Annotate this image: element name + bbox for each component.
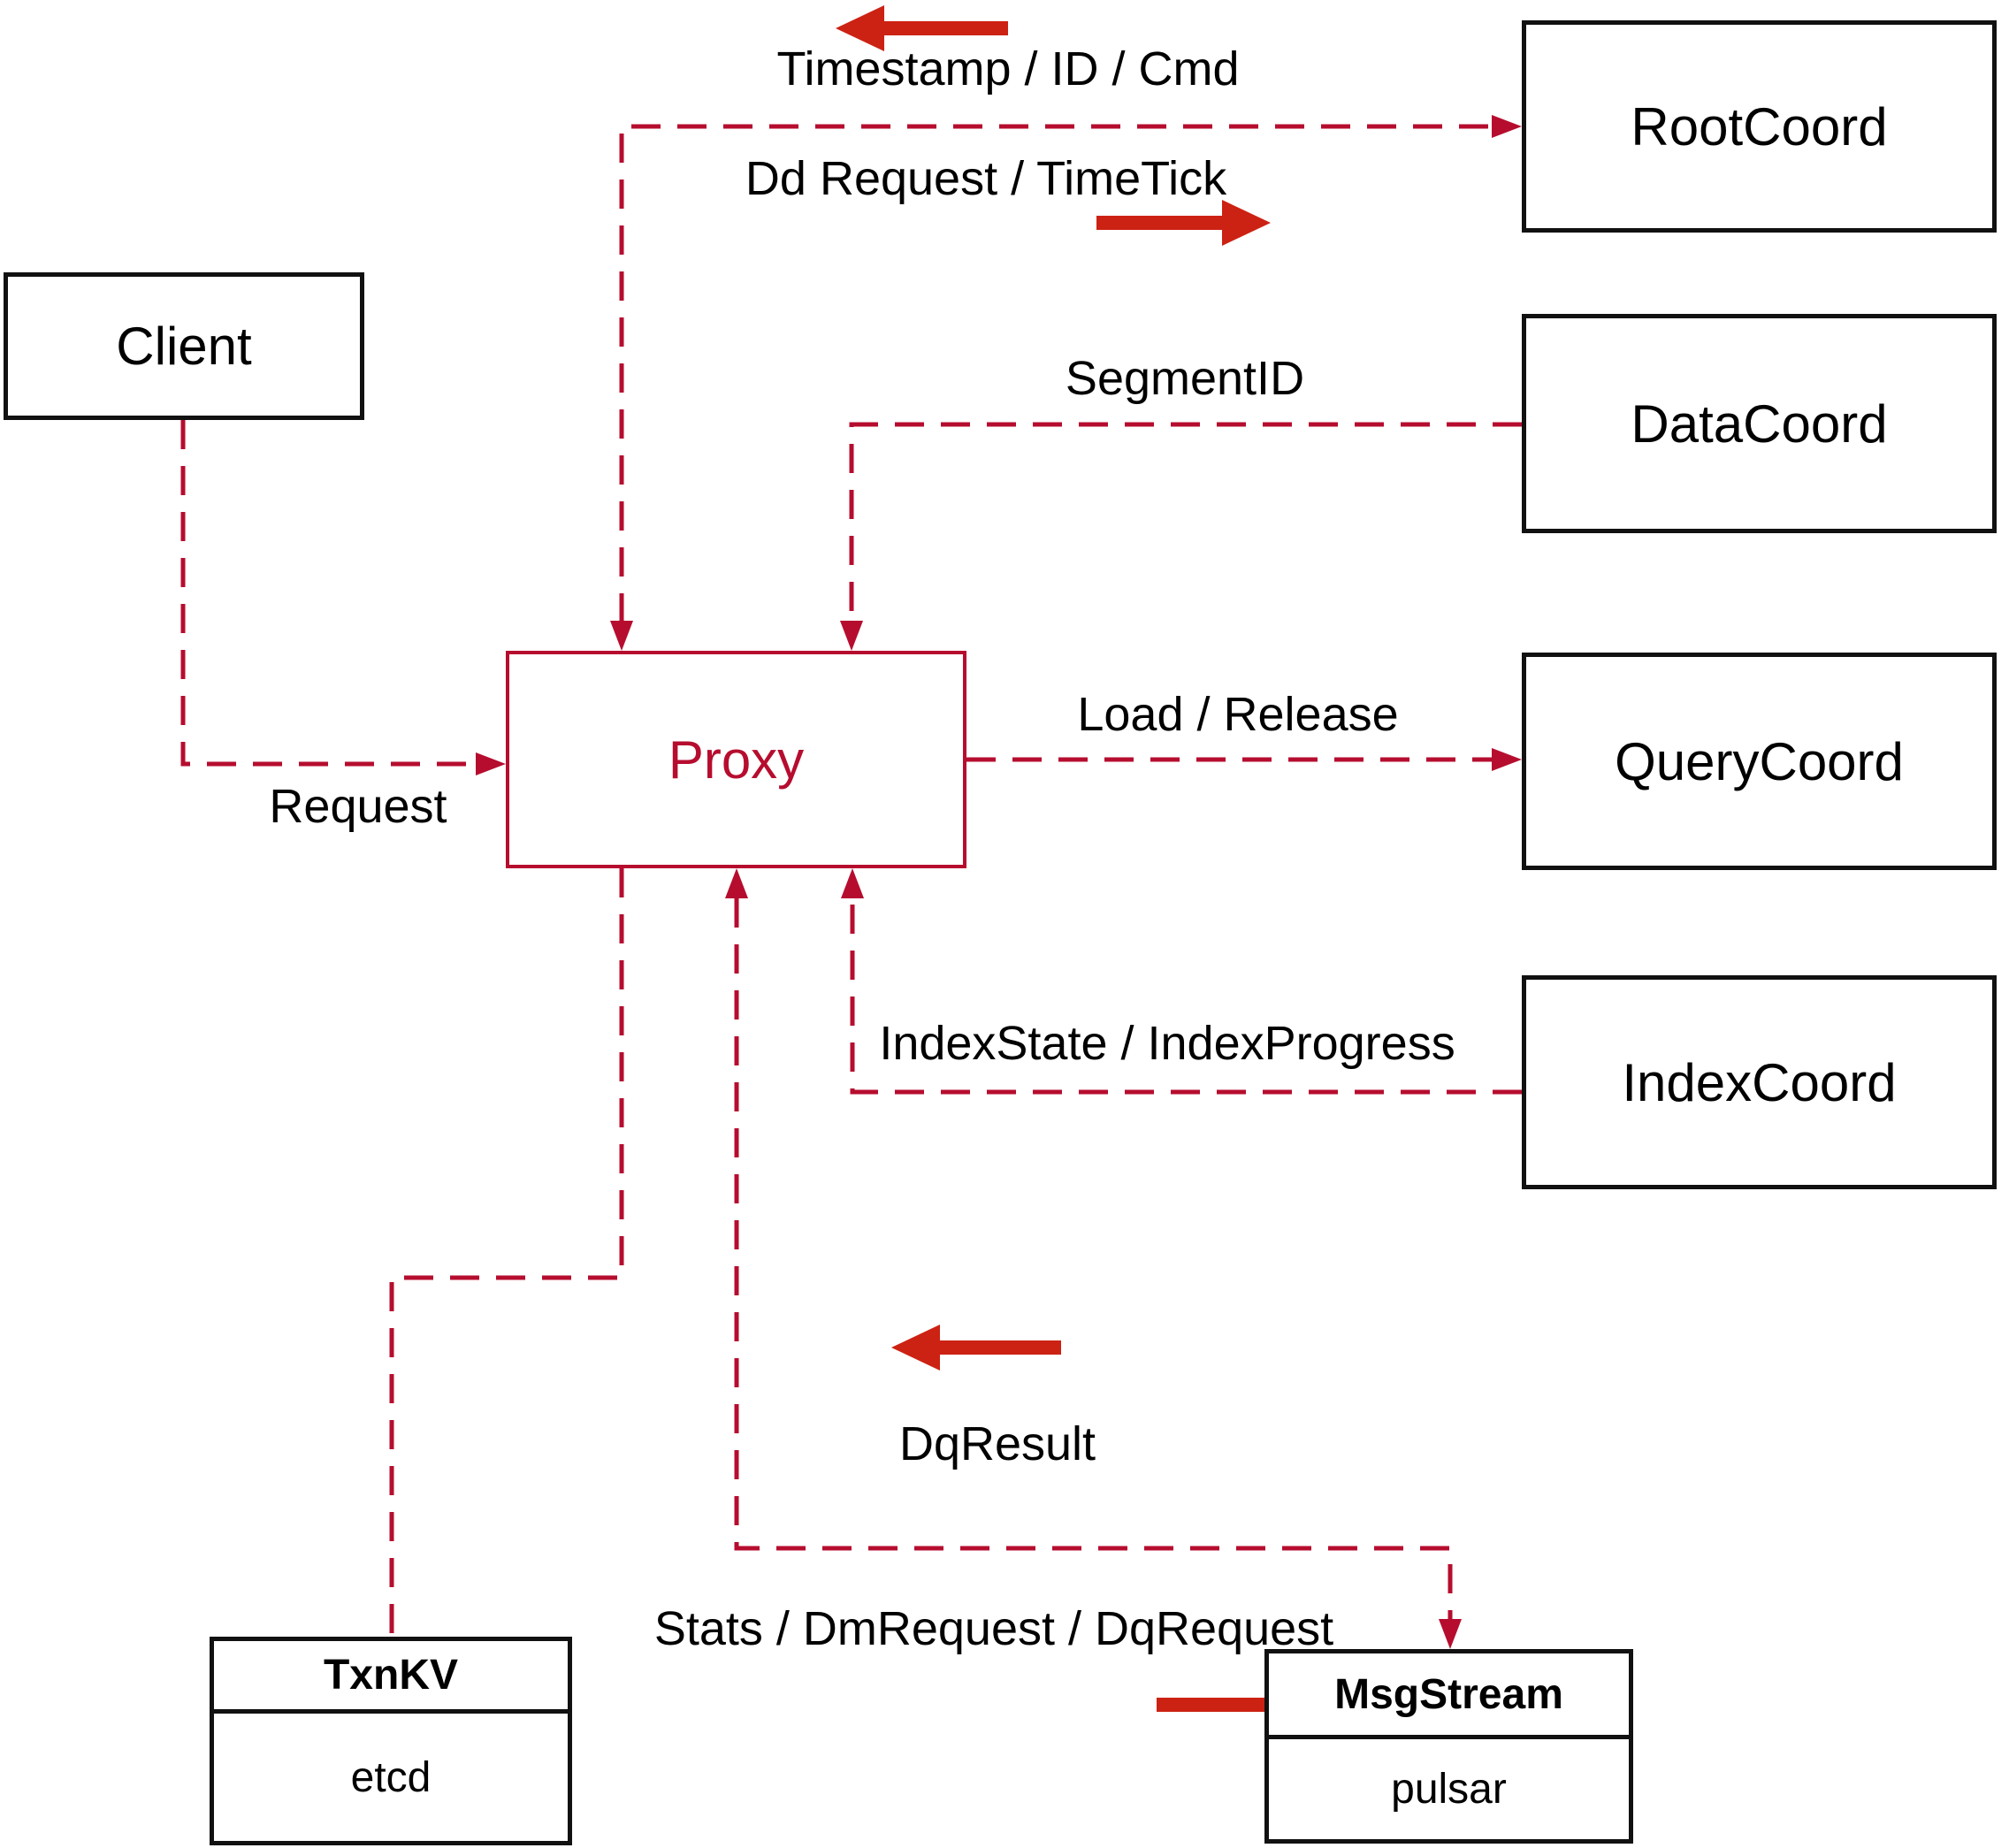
direction-arrow-left-dqresult <box>891 1325 1061 1371</box>
direction-arrow-left-timestamp <box>836 5 1008 51</box>
node-proxy-label: Proxy <box>668 729 805 790</box>
arrowhead-into-proxy-bottom-left <box>725 868 748 898</box>
node-msgstream-title: MsgStream <box>1269 1653 1629 1739</box>
edge-client-proxy <box>180 420 476 767</box>
edge-label-request: Request <box>269 780 447 833</box>
edge-indexcoord-proxy <box>850 898 1522 1095</box>
edge-datacoord-proxy <box>849 422 1522 622</box>
edge-label-dd-request-timetick: Dd Request / TimeTick <box>745 152 1227 205</box>
node-datacoord: DataCoord <box>1522 314 1997 533</box>
edge-label-stats-dmrequest-dqrequest: Stats / DmRequest / DqRequest <box>653 1602 1334 1655</box>
edge-label-segmentid: SegmentID <box>1065 352 1305 405</box>
node-indexcoord-label: IndexCoord <box>1622 1052 1897 1112</box>
arrowhead-into-proxy-top-left <box>610 621 633 651</box>
edge-label-timestamp-id-cmd: Timestamp / ID / Cmd <box>776 42 1240 95</box>
node-indexcoord: IndexCoord <box>1522 975 1997 1189</box>
arrowhead-into-rootcoord <box>1492 115 1522 138</box>
edge-label-dqresult: DqResult <box>898 1417 1096 1470</box>
node-msgstream-subtitle: pulsar <box>1391 1766 1507 1813</box>
direction-arrow-right-ddrequest <box>1096 200 1271 246</box>
node-txnkv: TxnKV etcd <box>210 1637 572 1845</box>
node-rootcoord-label: RootCoord <box>1631 96 1888 157</box>
edge-proxy-msgstream <box>734 898 1453 1619</box>
node-msgstream: MsgStream pulsar <box>1264 1649 1633 1844</box>
node-client-label: Client <box>116 317 252 376</box>
node-txnkv-title: TxnKV <box>214 1641 568 1714</box>
node-proxy: Proxy <box>506 651 966 868</box>
node-datacoord-label: DataCoord <box>1631 393 1888 454</box>
arrowhead-into-proxy-left <box>476 752 506 775</box>
arrowhead-into-msgstream <box>1439 1619 1462 1649</box>
node-txnkv-subtitle: etcd <box>350 1753 432 1801</box>
arrowhead-into-proxy-top-right <box>840 621 863 651</box>
node-querycoord-label: QueryCoord <box>1615 731 1904 791</box>
node-rootcoord: RootCoord <box>1522 20 1997 233</box>
edge-label-indexstate-indexprogress: IndexState / IndexProgress <box>879 1017 1455 1070</box>
edge-label-load-release: Load / Release <box>1077 688 1399 741</box>
node-client: Client <box>4 272 364 420</box>
arrowhead-into-querycoord <box>1492 748 1522 771</box>
edge-proxy-txnkv <box>389 868 624 1637</box>
edge-proxy-rootcoord <box>619 124 1492 622</box>
node-querycoord: QueryCoord <box>1522 653 1997 870</box>
arrowhead-into-proxy-bottom-right <box>841 868 864 898</box>
